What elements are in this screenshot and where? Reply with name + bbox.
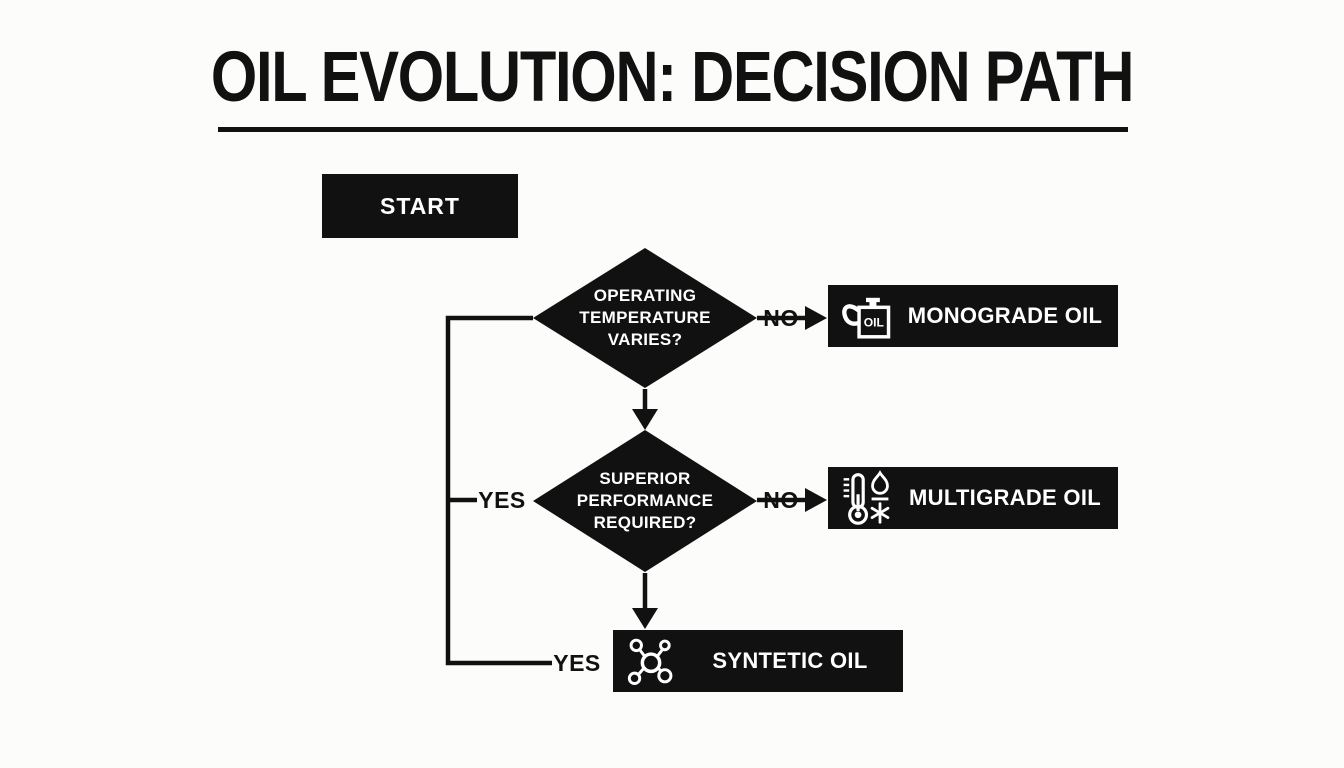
- molecule-icon: [613, 635, 689, 687]
- decision-2-line-2: PERFORMANCE: [576, 491, 714, 511]
- outcome-synthetic-oil: SYNTETIC OIL: [613, 630, 903, 692]
- page-title: OIL EVOLUTION: DECISION PATH: [210, 38, 1135, 117]
- edge-label-no-monograde: NO: [763, 305, 799, 331]
- outcome-multigrade-label: MULTIGRADE OIL: [909, 485, 1101, 510]
- decision-1-line-1: OPERATING: [593, 286, 697, 306]
- outcome-synthetic-label: SYNTETIC OIL: [712, 648, 868, 673]
- decision-2-line-3: REQUIRED?: [593, 512, 697, 532]
- decision-2-line-1: SUPERIOR: [599, 469, 691, 489]
- thermometer-icon: [843, 473, 869, 525]
- outcome-monograde-oil: OIL MONOGRADE OIL: [828, 285, 1118, 347]
- outcome-monograde-label: MONOGRADE OIL: [907, 303, 1103, 328]
- oil-can-icon: OIL: [828, 290, 904, 342]
- outcome-multigrade-oil: MULTIGRADE OIL: [828, 467, 1118, 529]
- edge-label-yes-synthetic: YES: [553, 650, 601, 676]
- arrowhead-down-1: [632, 409, 658, 430]
- title-underline: [218, 127, 1128, 132]
- oil-can-icon-text: OIL: [864, 315, 885, 329]
- start-node-label: START: [380, 192, 460, 219]
- start-node: START: [322, 174, 518, 238]
- edge-yes-elbow-line: [445, 315, 552, 666]
- arrowhead-no-2: [805, 488, 827, 512]
- decision-1-line-2: TEMPERATURE: [579, 308, 711, 328]
- decision-1-line-3: VARIES?: [607, 329, 683, 349]
- fire-snowflake-icon: [870, 470, 890, 524]
- edge-label-no-multigrade: NO: [763, 487, 799, 513]
- edge-label-yes-performance: YES: [478, 487, 526, 513]
- arrowhead-down-2: [632, 608, 658, 629]
- thermometer-fire-snowflake-icon: [828, 470, 904, 526]
- arrowhead-no-1: [805, 306, 827, 330]
